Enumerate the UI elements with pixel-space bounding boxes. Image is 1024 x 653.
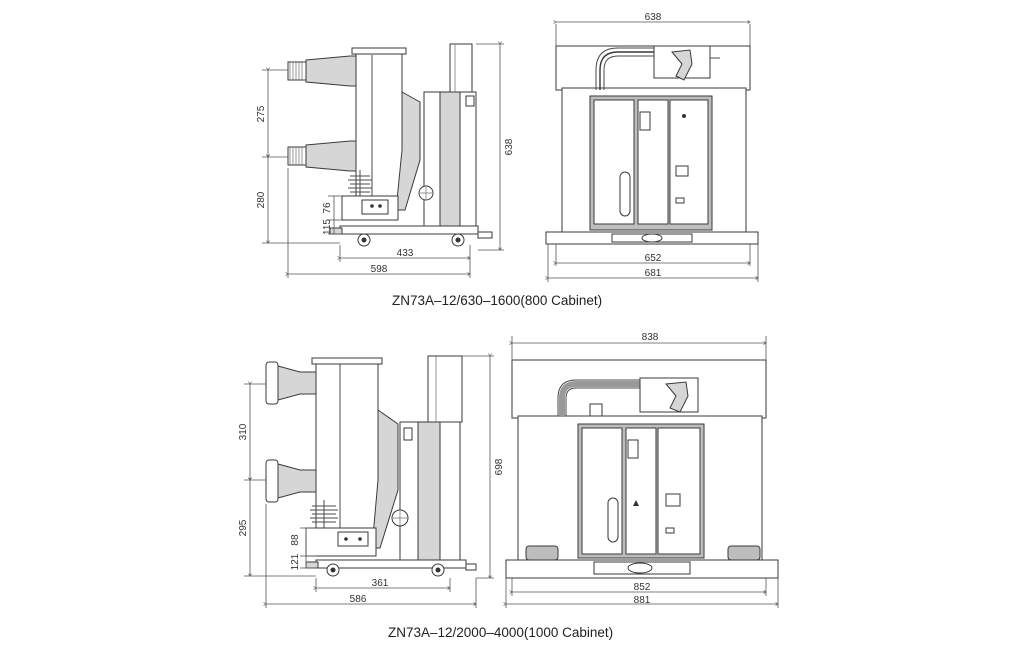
top-side-dim-433: 433 bbox=[397, 248, 414, 259]
top-front-dim-652: 652 bbox=[645, 253, 662, 264]
bottom-side-dim-310: 310 bbox=[238, 423, 249, 440]
top-front-dim-638: 638 bbox=[645, 12, 662, 23]
top-side-view bbox=[262, 44, 504, 278]
bottom-front-view bbox=[505, 359, 779, 579]
top-caption: ZN73A–12/630–1600(800 Cabinet) bbox=[392, 293, 602, 308]
top-side-dim-115: 115 bbox=[322, 219, 333, 235]
top-front-dim-681: 681 bbox=[645, 268, 662, 279]
bottom-front-dim-881: 881 bbox=[634, 595, 651, 606]
bottom-side-dim-586: 586 bbox=[350, 594, 367, 605]
bottom-front-dim-852: 852 bbox=[634, 582, 651, 593]
bottom-side-view bbox=[265, 355, 477, 577]
bottom-side-dim-121: 121 bbox=[290, 553, 301, 570]
bottom-side-dim-88: 88 bbox=[290, 534, 301, 546]
top-side-dim-275: 275 bbox=[256, 105, 267, 122]
bottom-front-dim-838: 838 bbox=[642, 332, 659, 343]
top-side-dim-280: 280 bbox=[256, 191, 267, 208]
top-side-dim-598: 598 bbox=[371, 264, 388, 275]
top-front-view bbox=[545, 45, 759, 245]
bottom-side-dim-698: 698 bbox=[494, 458, 505, 475]
bottom-side-dim-295: 295 bbox=[238, 519, 249, 536]
top-side-dim-76: 76 bbox=[322, 202, 333, 214]
bottom-caption: ZN73A–12/2000–4000(1000 Cabinet) bbox=[388, 625, 613, 640]
top-side-dim-638: 638 bbox=[504, 138, 515, 155]
bottom-side-dim-361: 361 bbox=[372, 578, 389, 589]
